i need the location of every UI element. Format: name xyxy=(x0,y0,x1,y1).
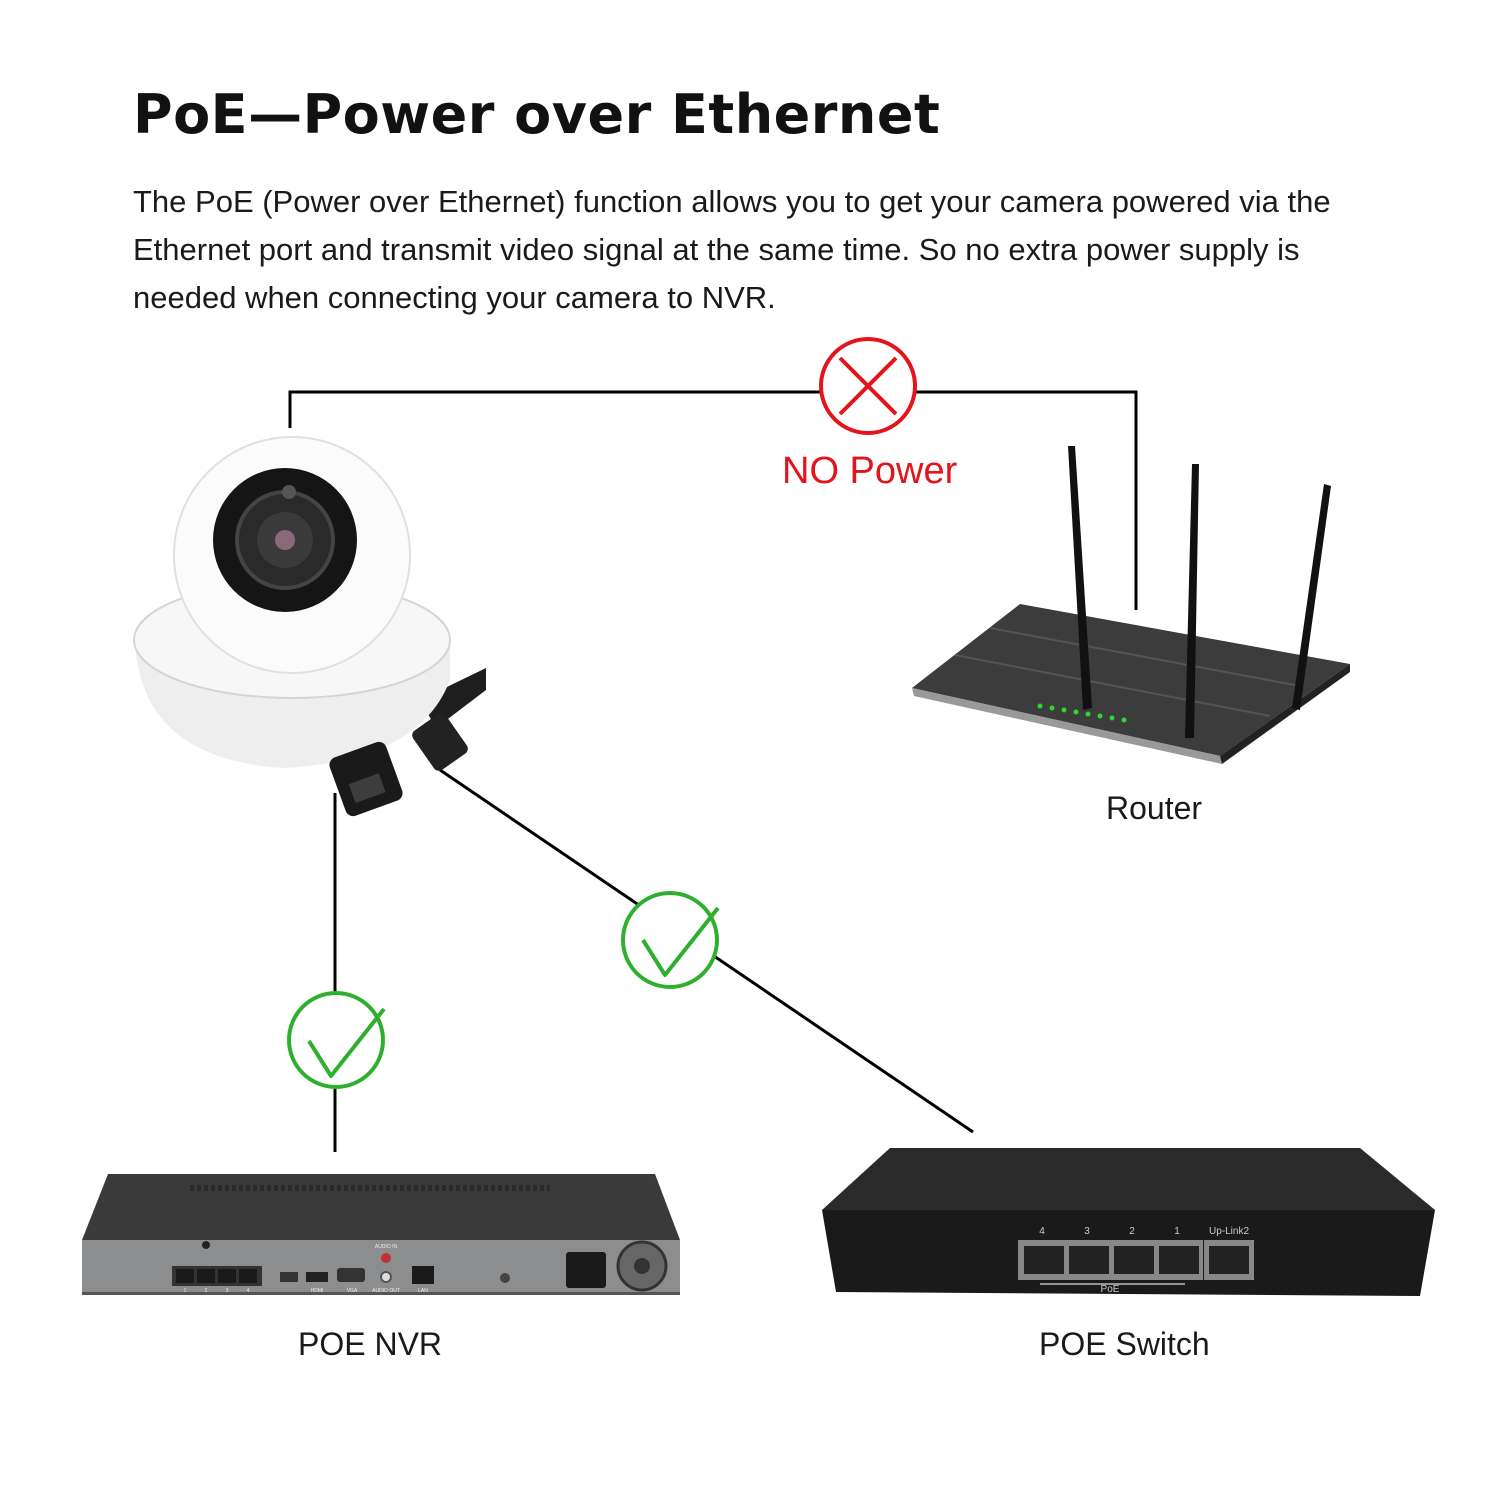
router-device xyxy=(912,446,1350,764)
nvr-port-label: 4 xyxy=(247,1288,250,1294)
nvr-port-label: 1 xyxy=(184,1288,187,1294)
nvr-vga-label: VGA xyxy=(347,1288,358,1294)
poe-switch-label: POE Switch xyxy=(1039,1326,1210,1362)
poe-nvr-device xyxy=(82,1174,680,1295)
switch-uplink-label: Up-Link2 xyxy=(1209,1226,1249,1237)
nvr-poe-ports xyxy=(172,1266,262,1286)
page-title: PoE—Power over Ethernet xyxy=(133,83,941,146)
camera-router-line xyxy=(288,390,1138,610)
switch-port-label: 4 xyxy=(1039,1226,1045,1237)
nvr-lan-label: LAN xyxy=(418,1288,428,1294)
switch-port-label: 1 xyxy=(1174,1226,1180,1237)
check-circle-icon xyxy=(621,891,720,989)
switch-port-label: 2 xyxy=(1129,1226,1135,1237)
switch-poe-group-label: PoE xyxy=(1101,1284,1120,1295)
poe-nvr-label: POE NVR xyxy=(298,1326,443,1362)
cross-circle-icon xyxy=(819,337,917,435)
nvr-audio-out-label: AUDIO OUT xyxy=(372,1288,400,1294)
poe-switch-device: 4 3 2 1 Up-Link2 PoE xyxy=(822,1148,1435,1296)
description-text: The PoE (Power over Ethernet) function a… xyxy=(133,184,1331,315)
dome-camera xyxy=(133,436,486,817)
nvr-port-label: 2 xyxy=(205,1288,208,1294)
nvr-port-label: 3 xyxy=(226,1288,229,1294)
switch-poe-ports xyxy=(1018,1240,1203,1280)
check-circle-icon xyxy=(287,991,386,1089)
no-power-label: NO Power xyxy=(782,450,958,492)
nvr-audio-in-label: AUDIO IN xyxy=(375,1244,398,1250)
switch-port-label: 3 xyxy=(1084,1226,1090,1237)
nvr-hdmi-label: HDMI xyxy=(311,1288,324,1294)
router-label: Router xyxy=(1106,790,1203,826)
